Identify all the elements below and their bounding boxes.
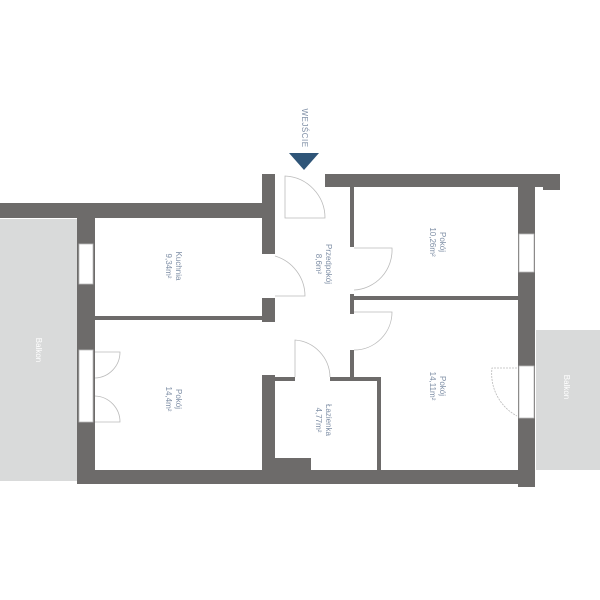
balconies (0, 219, 600, 481)
walls (0, 174, 560, 487)
balcony-left-label: Balkon (34, 337, 43, 363)
balcony-left (0, 219, 77, 481)
balcony-right (536, 330, 600, 470)
doors (94, 175, 518, 423)
entrance-label: WEJŚCIE (300, 108, 309, 148)
windows (78, 233, 535, 423)
balcony-right-label: Balkon (562, 374, 571, 400)
entrance-arrow-icon (289, 153, 319, 170)
